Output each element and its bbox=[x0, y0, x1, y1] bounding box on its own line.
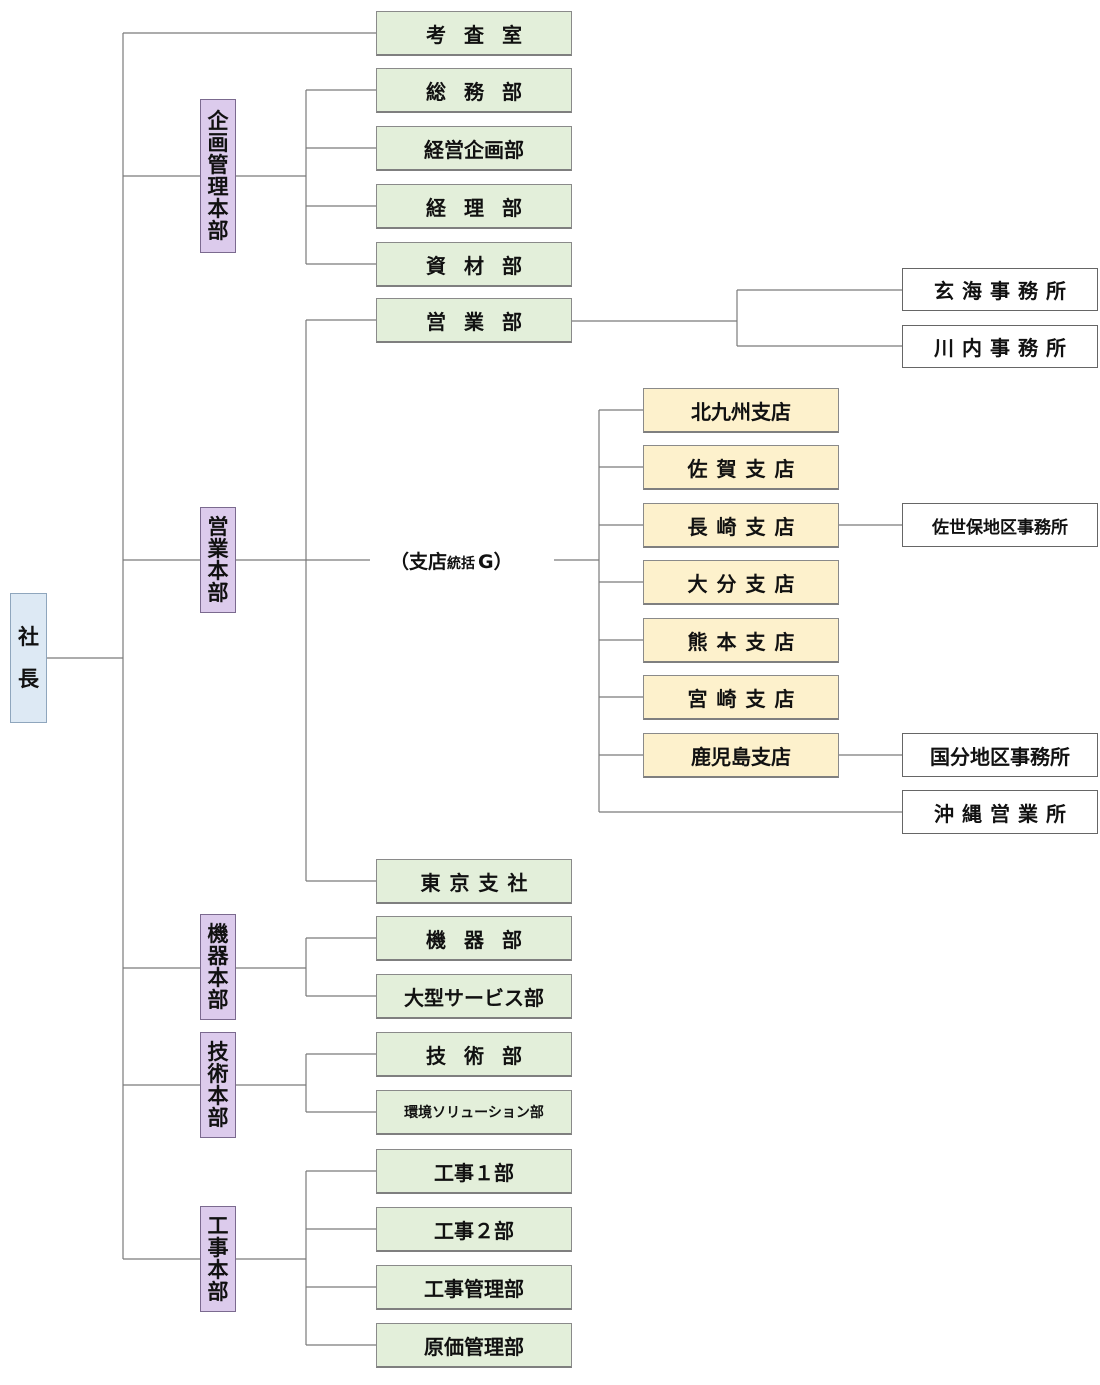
dept-kojikanri: 工事管理部 bbox=[376, 1265, 572, 1310]
vertical-char: 営 bbox=[207, 514, 229, 539]
branch-saga: 佐賀支店 bbox=[643, 445, 839, 490]
vertical-char: 部 bbox=[207, 1280, 229, 1305]
dept-kikibu: 機器部 bbox=[376, 916, 572, 961]
dept-keiri: 経理部 bbox=[376, 184, 572, 229]
vertical-char: 理 bbox=[207, 175, 229, 199]
dept-shizai: 資材部 bbox=[376, 242, 572, 287]
dept-eigyobu: 営業部 bbox=[376, 298, 572, 343]
vertical-char: 本 bbox=[207, 966, 229, 990]
vertical-char: 技 bbox=[207, 1039, 229, 1064]
vertical-char: 画 bbox=[207, 130, 229, 155]
headquarters-eigyo: 営業本部 bbox=[200, 507, 236, 613]
dept-ogata: 大型サービス部 bbox=[376, 974, 572, 1019]
dept-kankyo: 環境ソリューション部 bbox=[376, 1090, 572, 1135]
branch-nagasaki: 長崎支店 bbox=[643, 503, 839, 548]
vertical-char: 機 bbox=[207, 921, 229, 946]
dept-gijutsubu: 技術部 bbox=[376, 1032, 572, 1077]
branch-miyazaki: 宮崎支店 bbox=[643, 675, 839, 720]
branch-group-letter: G bbox=[478, 551, 494, 573]
branch-kumamoto: 熊本支店 bbox=[643, 618, 839, 663]
vertical-char: 業 bbox=[207, 536, 229, 561]
headquarters-kiki: 機器本部 bbox=[200, 914, 236, 1020]
branch-kagoshima: 鹿児島支店 bbox=[643, 733, 839, 778]
branch-kitakyushu: 北九州支店 bbox=[643, 388, 839, 433]
dept-somu: 総務部 bbox=[376, 68, 572, 113]
branch-group-main: 支店 bbox=[409, 551, 448, 573]
branch-group-open-paren: （ bbox=[390, 551, 410, 573]
dept-kosa: 考査室 bbox=[376, 11, 572, 56]
dept-keiei: 経営企画部 bbox=[376, 126, 572, 171]
vertical-char: 本 bbox=[207, 1084, 229, 1108]
vertical-char: 部 bbox=[207, 581, 229, 606]
vertical-char: 長 bbox=[18, 667, 39, 691]
vertical-char: 企 bbox=[207, 108, 229, 133]
headquarters-gijutsu: 技術本部 bbox=[200, 1032, 236, 1138]
dept-koji1: 工事１部 bbox=[376, 1149, 572, 1194]
dept-tokyo: 東京支社 bbox=[376, 859, 572, 904]
dept-koji2: 工事２部 bbox=[376, 1207, 572, 1252]
vertical-char: 部 bbox=[207, 988, 229, 1013]
branch-oita: 大分支店 bbox=[643, 560, 839, 605]
vertical-char: 器 bbox=[207, 943, 229, 968]
vertical-char: 工 bbox=[207, 1213, 229, 1238]
branch-group-close-paren: ） bbox=[493, 551, 513, 573]
vertical-char: 本 bbox=[207, 559, 229, 583]
office-kokubu: 国分地区事務所 bbox=[902, 733, 1098, 777]
vertical-char: 管 bbox=[207, 152, 229, 177]
vertical-char: 本 bbox=[207, 1258, 229, 1282]
vertical-char: 部 bbox=[207, 219, 229, 244]
vertical-char: 部 bbox=[207, 1106, 229, 1131]
headquarters-kikaku: 企画管理本部 bbox=[200, 99, 236, 253]
office-okinawa: 沖縄営業所 bbox=[902, 790, 1098, 834]
office-genkai: 玄海事務所 bbox=[902, 268, 1098, 311]
office-sendai: 川内事務所 bbox=[902, 325, 1098, 368]
president-box: 社長 bbox=[10, 593, 47, 723]
vertical-char: 社 bbox=[18, 624, 39, 649]
headquarters-koji: 工事本部 bbox=[200, 1206, 236, 1312]
dept-genka: 原価管理部 bbox=[376, 1323, 572, 1368]
vertical-char: 本 bbox=[207, 197, 229, 222]
office-sasebo: 佐世保地区事務所 bbox=[902, 503, 1098, 547]
vertical-char: 術 bbox=[207, 1061, 229, 1086]
branch-group-sub: 統括 bbox=[447, 556, 476, 572]
vertical-char: 事 bbox=[207, 1235, 229, 1260]
